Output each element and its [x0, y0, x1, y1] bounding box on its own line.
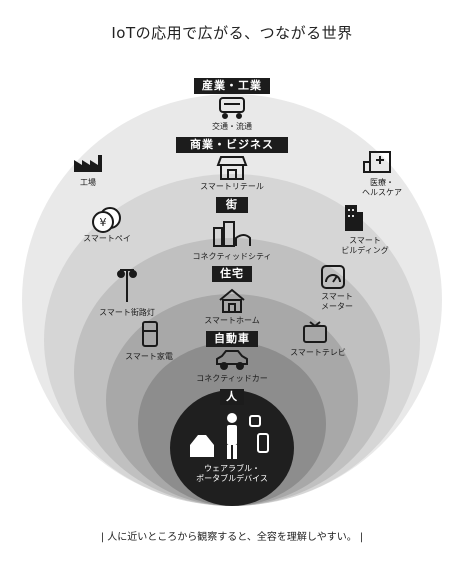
label-smart-appliance: スマート家電 [125, 352, 173, 361]
meter-icon [321, 265, 345, 289]
label-connected-car: コネクティッドカー [196, 374, 268, 383]
band-car: 自動車 [206, 331, 258, 347]
diagram-caption: | 人に近いところから観察すると、全容を理解しやすい。 | [100, 532, 364, 543]
hospital-icon [363, 151, 391, 173]
label-smart-tv: スマートテレビ [290, 348, 346, 357]
ring-person [170, 390, 294, 506]
house-icon [219, 288, 245, 313]
factory-icon [74, 155, 102, 172]
label-smart-streetlight: スマート街路灯 [99, 308, 155, 317]
city-icon [213, 221, 251, 247]
street-lamp-icon [117, 269, 137, 302]
fridge-icon [142, 321, 158, 347]
band-commerce: 商業・ビジネス [176, 137, 288, 153]
label-healthcare: 医療・ ヘルスケア [362, 178, 402, 197]
diagram-title: IoTの応用で広がる、つながる世界 [111, 24, 353, 42]
tv-icon [303, 321, 327, 343]
watch-icon [249, 415, 261, 427]
label-smart-home: スマートホーム [204, 316, 260, 325]
band-housing: 住宅 [212, 266, 252, 282]
label-transport: 交通・流通 [212, 122, 252, 131]
label-smart-meter: スマート メーター [321, 292, 353, 311]
coin-icon: ¥ [92, 207, 121, 233]
band-person: 人 [220, 389, 244, 405]
band-industry: 産業・工業 [194, 78, 270, 94]
label-factory: 工場 [80, 178, 96, 187]
label-smart-building: スマート ビルディング [341, 236, 389, 255]
train-icon [219, 97, 245, 119]
band-city: 街 [216, 197, 248, 213]
person-icon [227, 413, 237, 459]
label-wearable: ウェアラブル・ ポータブルデバイス [196, 464, 268, 483]
building-icon [345, 205, 363, 231]
jacket-icon [190, 435, 214, 457]
store-icon [216, 156, 248, 180]
label-connected-city: コネクティッドシティ [192, 252, 272, 261]
smartphone-icon [257, 433, 269, 453]
car-icon [216, 350, 248, 370]
label-smart-pay: スマートペイ [83, 234, 131, 243]
label-smart-retail: スマートリテール [200, 182, 264, 191]
svg-text:¥: ¥ [100, 216, 107, 229]
